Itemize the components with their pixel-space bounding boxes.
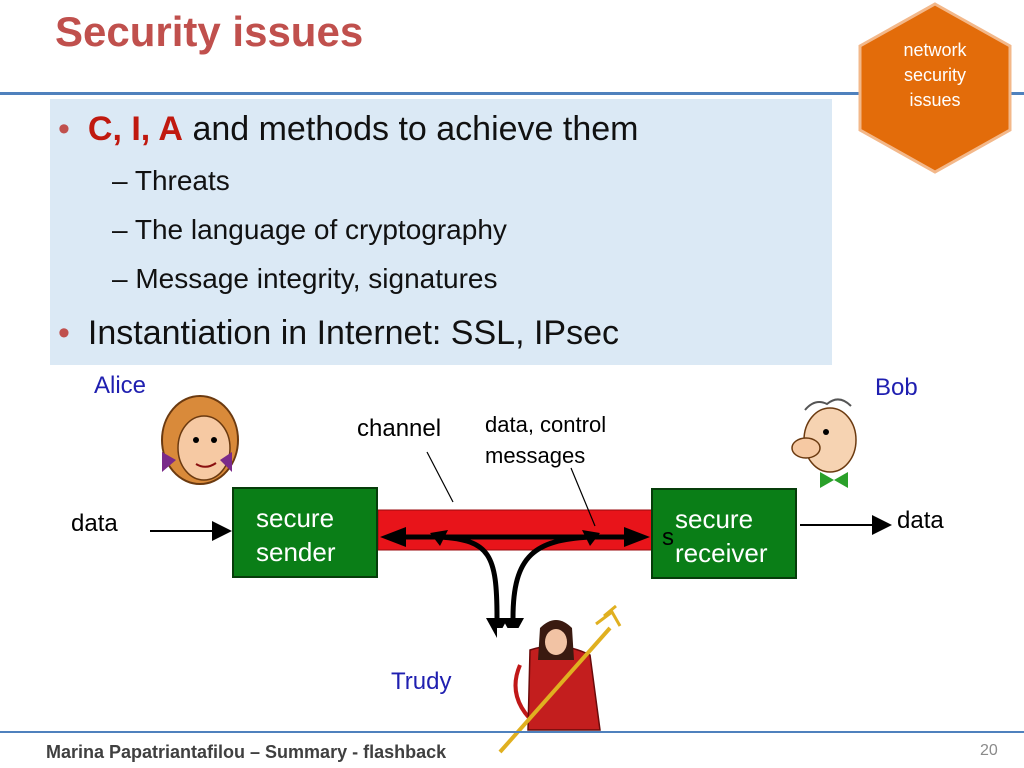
data-out-label: data — [897, 507, 944, 534]
section-badge-label: network security issues — [903, 40, 967, 110]
secure-sender-box: secure sender — [232, 487, 378, 578]
channel-leader — [426, 451, 454, 503]
trudy-label: Trudy — [391, 668, 452, 695]
sub-bullet-threats: – Threats — [112, 165, 230, 196]
trudy-tap-left — [439, 534, 500, 619]
trudy-figure — [497, 604, 622, 754]
slide-title: Security issues — [55, 8, 364, 55]
alice-figure — [161, 395, 239, 485]
footer-divider — [0, 731, 1024, 733]
bob-label: Bob — [875, 374, 918, 401]
trudy-tap-right — [510, 534, 591, 619]
messages-label: data, control messages — [485, 412, 607, 468]
data-in-label: data — [71, 510, 118, 537]
channel-label: channel — [357, 415, 442, 442]
messages-leader — [570, 467, 596, 527]
alice-label: Alice — [94, 372, 147, 399]
footer-text: Marina Papatriantafilou – Summary - flas… — [46, 742, 447, 762]
page-number: 20 — [980, 742, 998, 759]
title-divider — [0, 92, 1024, 95]
secure-receiver-box: secure receiver — [651, 488, 797, 579]
bob-figure — [791, 398, 857, 488]
bullet-cia: •C, I, A and methods to achieve them — [58, 110, 639, 148]
channel-bar — [377, 509, 653, 551]
bullet-instantiation: •Instantiation in Internet: SSL, IPsec — [58, 314, 619, 352]
sub-bullet-integrity: – Message integrity, signatures — [112, 263, 498, 294]
bullet-panel — [50, 99, 832, 365]
section-badge — [858, 2, 1012, 174]
sub-bullet-cryptography: – The language of cryptography — [112, 214, 507, 245]
receiver-s-fragment: s — [662, 524, 674, 551]
